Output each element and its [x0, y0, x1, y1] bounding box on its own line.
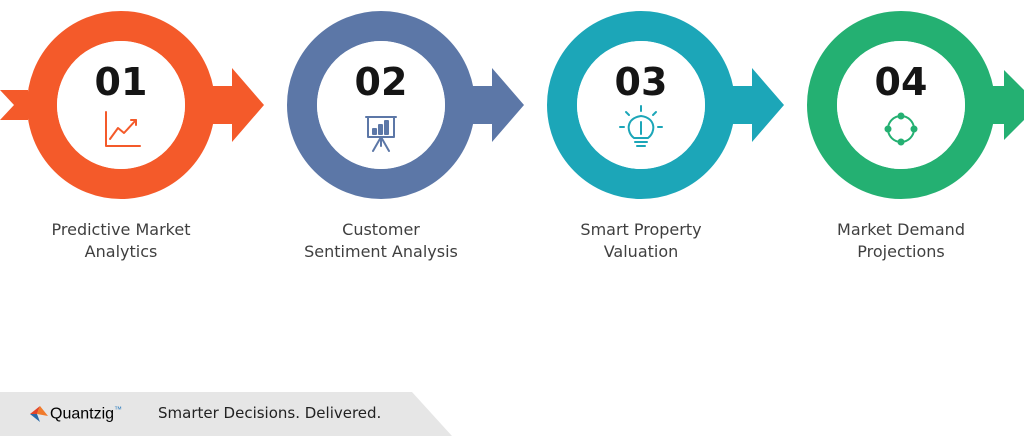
quantzig-logo-icon [30, 406, 48, 422]
step-3-ring [547, 11, 784, 199]
cycle-nodes-icon [884, 112, 918, 146]
step-4-label-line2: Projections [857, 242, 945, 261]
footer-background [0, 392, 452, 436]
step-3-label-line2: Valuation [603, 242, 679, 261]
line-chart-icon [105, 111, 141, 147]
step-3-label: Smart Property Valuation [541, 219, 741, 263]
step-3-arrow [716, 68, 784, 142]
footer-bar: Quantzig™ Smarter Decisions. Delivered. [0, 392, 1024, 436]
step-1-label-line2: Analytics [84, 242, 158, 261]
step-1-inner [57, 41, 185, 169]
step-4-label-line1: Market Demand [837, 220, 965, 239]
step-4-label: Market Demand Projections [801, 219, 1001, 263]
lightbulb-icon [619, 105, 663, 147]
step-2-label-line2: Sentiment Analysis [304, 242, 458, 261]
step-1-label-line1: Predictive Market [51, 220, 191, 239]
step-2-ring [287, 11, 524, 199]
presentation-board-icon [365, 116, 397, 152]
step-3-number: 03 [615, 60, 668, 104]
brand-name-text: Quantzig [50, 405, 115, 423]
step-2-label: Customer Sentiment Analysis [281, 219, 481, 263]
step-1-label: Predictive Market Analytics [21, 219, 221, 263]
step-1-left-tail [0, 90, 28, 120]
step-2-arrow [456, 68, 524, 142]
brand-tagline: Smarter Decisions. Delivered. [158, 404, 382, 422]
step-4-ring [807, 11, 1024, 199]
brand-trademark: ™ [114, 404, 123, 414]
step-1-number: 01 [95, 60, 148, 104]
step-4-inner [837, 41, 965, 169]
step-4-arrow [976, 70, 1024, 140]
step-2-label-line1: Customer [342, 220, 420, 239]
step-3-label-line1: Smart Property [580, 220, 702, 239]
step-4-number: 04 [875, 60, 928, 104]
step-2-inner [317, 41, 445, 169]
brand-logo: Quantzig™ [28, 402, 122, 426]
step-2-number: 02 [355, 60, 408, 104]
brand-name: Quantzig™ [50, 405, 122, 423]
step-1-ring [0, 11, 264, 199]
step-1-arrow [196, 68, 264, 142]
